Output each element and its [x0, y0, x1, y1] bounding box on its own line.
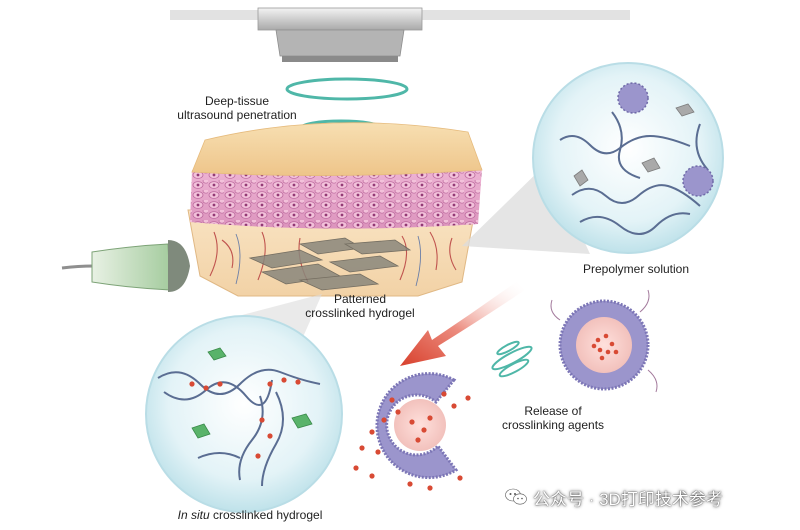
tissue-block [187, 122, 483, 297]
label-insitu: In situ crosslinked hydrogel [160, 508, 340, 522]
label-patterned-line1: Patterned [333, 292, 387, 306]
nerve-fibers [235, 233, 421, 287]
watermark: 公众号 · 3D打印技术参考 [505, 485, 723, 509]
probe-body [91, 243, 171, 291]
vesicle-cargo [591, 333, 619, 361]
transducer-body [257, 7, 423, 31]
insitu-bubble [145, 315, 343, 513]
burst-vesicle [353, 372, 471, 491]
label-patterned-hydrogel: Patterned crosslinked hydrogel [290, 292, 430, 320]
label-ultrasound-line1: Deep-tissue [204, 94, 270, 108]
nanoparticle [682, 165, 714, 197]
crosslinked-chains [157, 368, 321, 487]
tissue-skin-layer [191, 122, 483, 176]
blood-vessels [209, 231, 457, 283]
crosslinker-crystals [573, 103, 695, 187]
probe-head [168, 240, 190, 292]
crosslinker-crystals [191, 347, 313, 439]
nanoparticle [617, 82, 649, 114]
wechat-icon [505, 488, 527, 506]
transducer-face [282, 56, 398, 62]
label-release: Release of crosslinking agents [488, 404, 618, 432]
crosslink-nodes [189, 377, 301, 459]
bubble-outline [145, 315, 343, 513]
intact-vesicle [550, 289, 658, 393]
vesicle-tails [550, 289, 658, 393]
probe-cable [61, 264, 95, 270]
release-waves [491, 340, 533, 378]
polymer-chains [559, 111, 709, 235]
ultrasound-ring [285, 77, 409, 101]
label-ultrasound-line2: ultrasound penetration [177, 108, 297, 122]
burst-vesicle-shell [375, 372, 459, 480]
watermark-text: 公众号 · 3D打印技术参考 [533, 489, 723, 509]
ultrasound-transducer [170, 7, 630, 62]
label-insitu-rest: crosslinked hydrogel [209, 508, 323, 522]
bubble-outline [532, 62, 724, 254]
label-release-line1: Release of [524, 404, 582, 418]
patterned-hydrogel [248, 237, 412, 291]
label-prepolymer-text: Prepolymer solution [582, 262, 690, 276]
nanoparticles [617, 82, 714, 197]
label-ultrasound: Deep-tissue ultrasound penetration [162, 94, 312, 122]
prepolymer-bubble [532, 62, 724, 254]
tissue-cells [190, 168, 482, 229]
label-prepolymer: Prepolymer solution [576, 262, 696, 276]
label-insitu-italic: In situ [177, 508, 210, 522]
label-patterned-line2: crosslinked hydrogel [305, 306, 415, 320]
label-release-line2: crosslinking agents [501, 418, 605, 432]
release-arrow [400, 282, 525, 366]
burst-vesicle-core [394, 399, 446, 451]
vesicle-inner [576, 317, 632, 373]
released-crosslinkers [353, 391, 471, 491]
handheld-probe [61, 240, 190, 292]
transducer-head [275, 29, 405, 57]
